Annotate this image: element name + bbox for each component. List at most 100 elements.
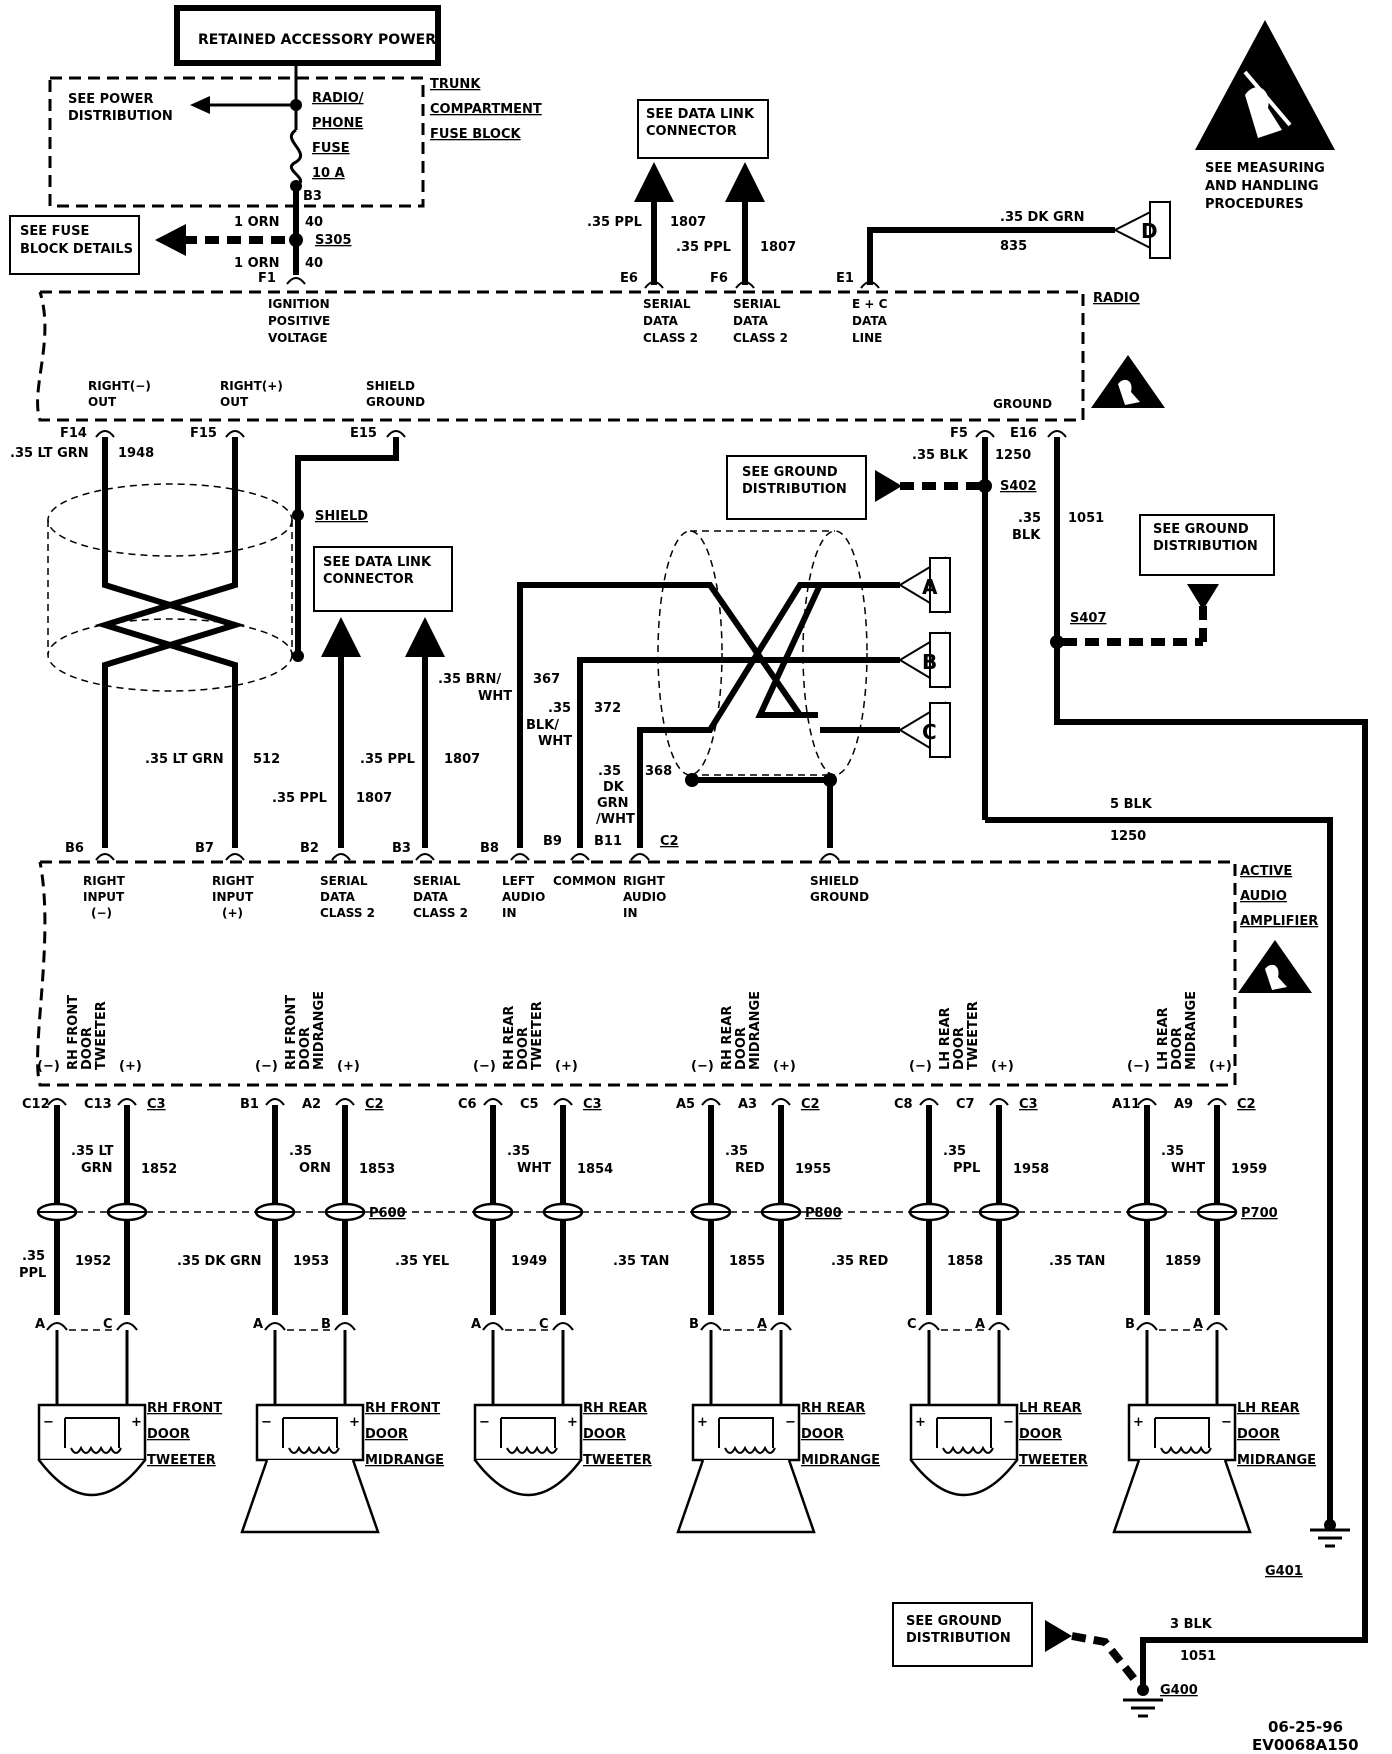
ch6-vlabel-0: LH REAR xyxy=(1156,1007,1171,1070)
ch1-name-0: RH FRONT xyxy=(147,1401,222,1416)
pin-f5-label: F5 xyxy=(950,426,968,441)
ch3-wire-top-0: .35 xyxy=(507,1144,530,1159)
ch6-num-bot: 1859 xyxy=(1165,1254,1201,1269)
ch1-neg-term-arc xyxy=(46,1322,68,1331)
ch6-speaker-cone xyxy=(1112,1459,1252,1534)
ch2-pos-term-arc xyxy=(334,1322,356,1331)
ch6-pos-term-arc xyxy=(1206,1322,1228,1331)
ch6-neg-mark: (−) xyxy=(1127,1059,1150,1074)
pin-f1-label: F1 xyxy=(258,271,276,286)
ch6-neg-term-arc xyxy=(1136,1322,1158,1331)
pin-f14 xyxy=(95,430,115,438)
ch4-conn-label: P800 xyxy=(805,1206,842,1221)
ch1-neg-pin: C12 xyxy=(22,1097,50,1112)
ch5-name-2: TWEETER xyxy=(1019,1453,1088,1468)
radio-label: RADIO xyxy=(1093,291,1140,306)
shield-ground-1: SHIELD xyxy=(366,379,415,393)
ch1-speaker-body xyxy=(37,1403,147,1462)
ch6-pos-pin-arc xyxy=(1207,1098,1227,1106)
amp-rin-neg-1: RIGHT xyxy=(83,874,126,888)
shield-top-ellipse xyxy=(47,483,293,557)
fuse-amp: 10 A xyxy=(312,166,345,181)
ch3-pos-pin1: C5 xyxy=(520,1097,539,1112)
ch4-vlabel-1: DOOR xyxy=(734,1027,749,1070)
amp-common: COMMON xyxy=(553,874,616,888)
ch3-pos-term: C xyxy=(539,1317,549,1332)
amp-left-2: AUDIO xyxy=(502,890,545,904)
audio-shield-left xyxy=(657,530,723,776)
amp-left-3: IN xyxy=(502,906,517,920)
ch1-name-2: TWEETER xyxy=(147,1453,216,1468)
ch2-speaker-cone xyxy=(240,1459,380,1534)
ch4-wire-top-0: .35 xyxy=(725,1144,748,1159)
ch1-vlabel-0: RH FRONT xyxy=(66,995,81,1070)
ch2-neg-pin-arc xyxy=(265,1098,285,1106)
ch2-pos-pin-arc xyxy=(335,1098,355,1106)
ch5-num-bot: 1858 xyxy=(947,1254,983,1269)
ign-2: POSITIVE xyxy=(268,314,330,328)
amp-right-3: IN xyxy=(623,906,638,920)
f6-arrow xyxy=(725,162,765,202)
ch5-name-0: LH REAR xyxy=(1019,1401,1082,1416)
twisted-pair-right xyxy=(94,437,238,848)
ch3-speaker-pol-right: + xyxy=(567,1415,578,1430)
shield-bottom-ellipse xyxy=(47,618,293,692)
ch2-name-0: RH FRONT xyxy=(365,1401,440,1416)
ch1-pos-term-arc xyxy=(116,1322,138,1331)
radio-ground: GROUND xyxy=(993,397,1052,411)
pin-f15 xyxy=(225,430,245,438)
dkgrnwht-2: DK xyxy=(603,780,625,795)
ppl-b3-num: 1807 xyxy=(444,752,480,767)
shield-node-bottom xyxy=(292,650,304,662)
ch3-speaker-coil xyxy=(500,1417,558,1454)
f6-wire-num: 1807 xyxy=(760,240,796,255)
ch1-neg-mark: (−) xyxy=(37,1059,60,1074)
amp-pin-b3-arc xyxy=(415,853,435,861)
amp-pin-b2-arc xyxy=(331,853,351,861)
pin-e6 xyxy=(644,281,664,289)
ch4-neg-pin: A5 xyxy=(676,1097,695,1112)
ch4-pos-term: A xyxy=(757,1317,767,1332)
ign-1: IGNITION xyxy=(268,297,330,311)
ch6-name-2: MIDRANGE xyxy=(1237,1453,1316,1468)
ch2-num-bot: 1953 xyxy=(293,1254,329,1269)
wire-368 xyxy=(637,582,818,848)
conn-a-tail xyxy=(929,557,951,613)
blk-1250-num: 1250 xyxy=(995,448,1031,463)
ch5-pos-mark: (+) xyxy=(991,1059,1014,1074)
ch5-wire-top-0: .35 xyxy=(943,1144,966,1159)
amp-pin-b2: B2 xyxy=(300,841,319,856)
amp-rin-pos-3: (+) xyxy=(222,906,243,920)
conn-b-tail xyxy=(929,632,951,688)
ch4-num-top: 1955 xyxy=(795,1162,831,1177)
amp-pin-c2: C2 xyxy=(660,834,679,849)
fuse-node-top xyxy=(290,99,302,111)
shield-ground-2: GROUND xyxy=(366,395,425,409)
ch2-name-2: MIDRANGE xyxy=(365,1453,444,1468)
fuse-phone: PHONE xyxy=(312,116,363,131)
blk5-num: 1250 xyxy=(1110,829,1146,844)
b2-arrow xyxy=(321,617,361,657)
dlc-mid-1: SEE DATA LINK xyxy=(323,555,432,570)
esd-label-1: SEE MEASURING xyxy=(1205,161,1325,176)
ch5-neg-pin: C8 xyxy=(894,1097,913,1112)
retained-power-label: RETAINED ACCESSORY POWER xyxy=(198,32,436,48)
ch3-neg-term-arc xyxy=(482,1322,504,1331)
amp-label-3: AMPLIFIER xyxy=(1240,914,1318,929)
pin-e1-label: E1 xyxy=(836,271,854,286)
amp-pin-b8: B8 xyxy=(480,841,499,856)
see-ground-1-a: SEE GROUND xyxy=(742,465,838,480)
g400-label: G400 xyxy=(1160,1683,1198,1698)
ch2-wire-bot-0: .35 DK GRN xyxy=(177,1254,262,1269)
blkwht-1: .35 xyxy=(548,701,571,716)
amp-pin-b11: B11 xyxy=(594,834,622,849)
conn-c-label: C xyxy=(922,720,937,744)
orn-top-num: 40 xyxy=(305,215,323,230)
ch5-speaker-pol-left: + xyxy=(915,1415,926,1430)
wire-372 xyxy=(577,657,818,848)
g400-node xyxy=(1137,1684,1149,1696)
ch5-speaker-body xyxy=(909,1403,1019,1462)
ch3-name-1: DOOR xyxy=(583,1427,626,1442)
